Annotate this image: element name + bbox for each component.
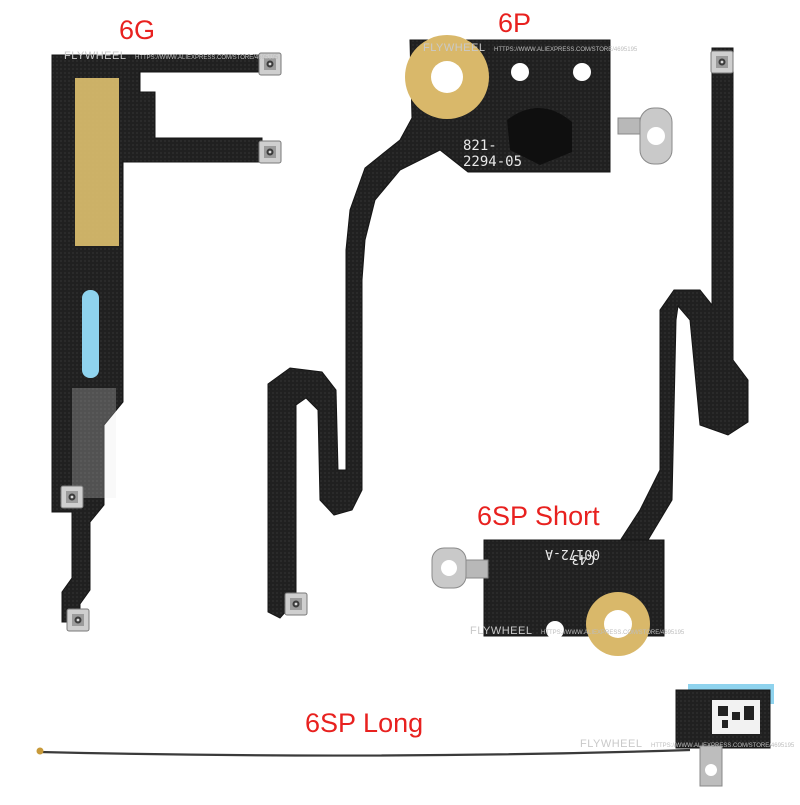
pcb-print-short-code1: C43 <box>572 551 595 566</box>
watermark-brand-1: FLYWHEEL <box>64 50 127 62</box>
flex-6sp-long <box>36 684 774 787</box>
watermark-brand-4: FLYWHEEL <box>580 738 643 750</box>
label-6sp-long: 6SP Long <box>305 708 424 738</box>
flex-6p: 821- 2294-05 <box>267 35 673 619</box>
pcb-print-line1: 821- <box>463 138 497 154</box>
watermark-url-2: HTTPS://WWW.ALIEXPRESS.COM/STORE/4695195 <box>494 47 638 53</box>
flex-6g <box>51 52 282 632</box>
label-6sp-short: 6SP Short <box>477 501 600 531</box>
label-6p: 6P <box>498 8 532 38</box>
pcb-print-line2: 2294-05 <box>463 154 522 170</box>
watermark-url-4: HTTPS://WWW.ALIEXPRESS.COM/STORE/4695195 <box>651 743 795 749</box>
watermark-url-1: HTTPS://WWW.ALIEXPRESS.COM/STORE/4695195 <box>135 55 279 61</box>
watermark-brand-2: FLYWHEEL <box>423 42 486 54</box>
watermark-brand-3: FLYWHEEL <box>470 625 533 637</box>
flex-6sp-short: C43 00172-A <box>431 47 749 656</box>
watermark-url-3: HTTPS://WWW.ALIEXPRESS.COM/STORE/4695195 <box>541 630 685 636</box>
label-6g: 6G <box>119 15 156 45</box>
pcb-print-short-code2: 00172-A <box>545 546 600 561</box>
